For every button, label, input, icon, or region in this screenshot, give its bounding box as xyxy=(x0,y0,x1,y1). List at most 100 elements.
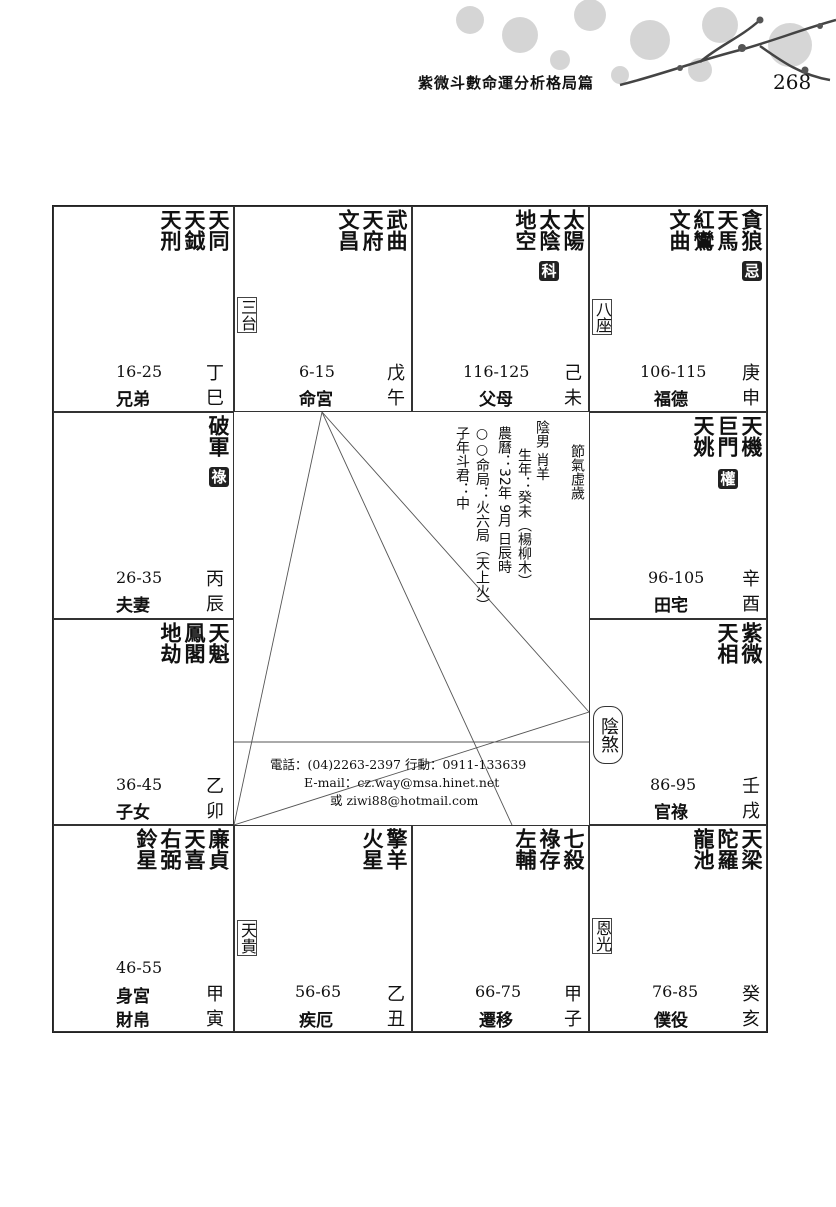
age-range: 86-95 xyxy=(650,775,697,794)
palace-shen: 貪狼 天馬 紅鸞 文曲 忌 八座 106-115 福德 庚 申 xyxy=(589,206,767,412)
star: 鈴星 xyxy=(134,828,158,870)
main-star: 破軍 xyxy=(206,415,230,457)
main-star: 天同 xyxy=(206,209,230,251)
contact-email: E-mail：cz.way@msa.hinet.net xyxy=(304,775,500,790)
main-star: 武曲 xyxy=(384,209,408,251)
palace-name: 財帛 xyxy=(116,1011,150,1031)
age-range: 116-125 xyxy=(463,362,530,381)
earthly-branch: 子 xyxy=(564,1009,582,1030)
palace-name: 官祿 xyxy=(654,803,688,823)
info-column-1: 節氣虛歲 xyxy=(569,444,585,500)
star: 天府 xyxy=(360,209,384,251)
heavenly-stem: 甲 xyxy=(564,984,582,1005)
star: 鳳閣 xyxy=(182,622,206,664)
star: 地空 xyxy=(513,209,537,251)
star: 文昌 xyxy=(336,209,360,251)
heavenly-stem: 戊 xyxy=(387,363,405,384)
body-palace-label: 身宮 xyxy=(116,987,150,1007)
earthly-branch: 戌 xyxy=(742,801,760,822)
chart-center-info: 節氣虛歲 陰男 肖羊 生年：癸未（楊柳木） 農曆：32年 9月 日辰時 ○○命局… xyxy=(234,412,589,825)
earthly-branch: 寅 xyxy=(206,1009,224,1030)
palace-wei: 太陽 太陰 地空 科 116-125 父母 己 未 xyxy=(412,206,589,412)
palace-name: 福德 xyxy=(654,390,688,410)
star-list: 破軍 xyxy=(206,415,230,457)
info-column-2: 陰男 肖羊 xyxy=(534,420,550,481)
earthly-branch: 辰 xyxy=(206,594,224,615)
main-star: 天梁 xyxy=(739,828,763,870)
heavenly-stem: 甲 xyxy=(206,984,224,1005)
palace-zi: 七殺 祿存 左輔 66-75 遷移 甲 子 xyxy=(412,825,589,1032)
age-range: 46-55 xyxy=(116,958,163,977)
star: 火星 xyxy=(360,828,384,870)
earthly-branch: 巳 xyxy=(206,388,224,409)
star-list: 擎羊 火星 xyxy=(360,828,408,870)
age-range: 36-45 xyxy=(116,775,163,794)
earthly-branch: 酉 xyxy=(742,594,760,615)
star-list: 武曲 天府 文昌 xyxy=(336,209,408,251)
contact-email-alt: 或 ziwi88@hotmail.com xyxy=(330,793,479,808)
transform-badge-wrap: 科 xyxy=(537,261,561,281)
heavenly-stem: 丁 xyxy=(206,363,224,384)
palace-name: 父母 xyxy=(479,390,513,410)
palace-you: 天機 巨門 天姚 權 96-105 田宅 辛 酉 xyxy=(589,412,767,619)
age-range: 96-105 xyxy=(648,568,705,587)
palace-name: 子女 xyxy=(116,803,150,823)
star-list: 貪狼 天馬 紅鸞 文曲 xyxy=(667,209,763,251)
star: 天鉞 xyxy=(182,209,206,251)
main-star: 天魁 xyxy=(206,622,230,664)
sanfang-lines xyxy=(234,412,589,825)
heavenly-stem: 壬 xyxy=(742,776,760,797)
palace-name: 疾厄 xyxy=(299,1011,333,1031)
transform-badge-wrap: 忌 xyxy=(740,261,764,281)
star: 天姚 xyxy=(691,415,715,457)
info-column-3: 生年：癸未（楊柳木） xyxy=(516,448,532,588)
palace-chen: 破軍 祿 26-35 夫妻 丙 辰 xyxy=(53,412,234,619)
yinsha-star-badge: 陰煞 xyxy=(593,706,623,764)
hua-quan-badge: 權 xyxy=(718,469,738,489)
palace-mao: 天魁 鳳閣 地劫 36-45 子女 乙 卯 xyxy=(53,619,234,825)
minor-star-box: 三台 xyxy=(237,297,257,333)
earthly-branch: 未 xyxy=(564,388,582,409)
palace-chou: 擎羊 火星 56-65 疾厄 乙 丑 xyxy=(234,825,412,1032)
star: 巨門 xyxy=(715,415,739,457)
palace-name: 夫妻 xyxy=(116,596,150,616)
transform-badge-wrap: 祿 xyxy=(207,467,231,487)
star: 天刑 xyxy=(158,209,182,251)
star-list: 天魁 鳳閣 地劫 xyxy=(158,622,230,664)
info-column-4: 農曆：32年 9月 日辰時 xyxy=(496,426,512,574)
palace-name: 命宮 xyxy=(299,390,333,410)
info-column-6: 子年斗君：中 xyxy=(454,426,470,510)
star-list: 天同 天鉞 天刑 xyxy=(158,209,230,251)
hua-ke-badge: 科 xyxy=(539,261,559,281)
age-range: 6-15 xyxy=(299,362,335,381)
star: 天相 xyxy=(715,622,739,664)
hua-ji-badge: 忌 xyxy=(742,261,762,281)
heavenly-stem: 癸 xyxy=(742,984,760,1005)
star: 地劫 xyxy=(158,622,182,664)
star: 紅鸞 xyxy=(691,209,715,251)
age-range: 66-75 xyxy=(475,982,522,1001)
earthly-branch: 午 xyxy=(387,388,405,409)
earthly-branch: 亥 xyxy=(742,1009,760,1030)
heavenly-stem: 乙 xyxy=(387,984,405,1005)
star: 太陰 xyxy=(537,209,561,251)
ziwei-chart: 天同 天鉞 天刑 16-25 兄弟 丁 巳 武曲 天府 文昌 三台 6-15 命… xyxy=(52,205,768,1033)
star: 龍池 xyxy=(691,828,715,870)
earthly-branch: 丑 xyxy=(387,1009,405,1030)
minor-star-box: 八座 xyxy=(592,299,612,335)
main-star: 七殺 xyxy=(561,828,585,870)
star: 天馬 xyxy=(715,209,739,251)
main-star: 擎羊 xyxy=(384,828,408,870)
palace-yin: 廉貞 天喜 右弼 鈴星 天貴 46-55 身宮 財帛 甲 寅 xyxy=(53,825,257,1032)
age-range: 16-25 xyxy=(116,362,163,381)
palace-xu: 紫微 天相 86-95 官祿 壬 戌 xyxy=(589,619,767,825)
main-star: 貪狼 xyxy=(739,209,763,251)
star: 天喜 xyxy=(182,828,206,870)
heavenly-stem: 己 xyxy=(564,363,582,384)
heavenly-stem: 乙 xyxy=(206,776,224,797)
book-title: 紫微斗數命運分析格局篇 xyxy=(418,74,595,92)
heavenly-stem: 辛 xyxy=(742,569,760,590)
contact-phone: 電話：(04)2263-2397 行動：0911-133639 xyxy=(270,757,527,772)
star: 祿存 xyxy=(537,828,561,870)
palace-wu: 武曲 天府 文昌 三台 6-15 命宮 戊 午 xyxy=(234,206,412,412)
